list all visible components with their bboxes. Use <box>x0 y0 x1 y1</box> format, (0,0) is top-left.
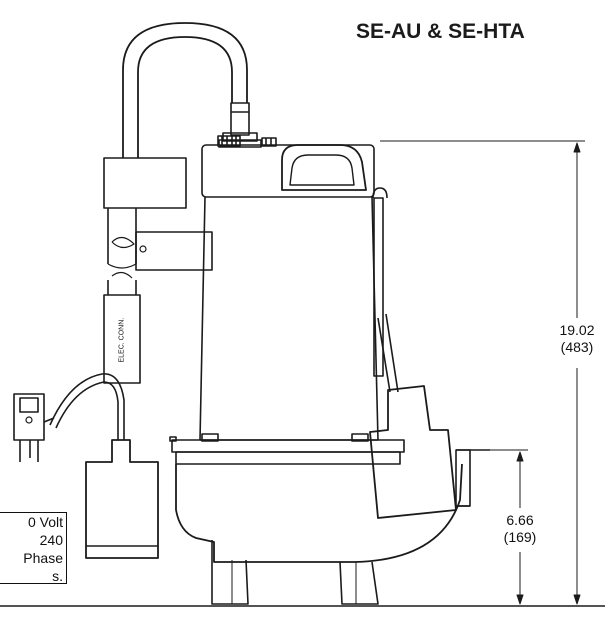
base-bolt <box>201 433 219 442</box>
note-line: 240 <box>39 532 63 548</box>
top-bolt <box>261 137 277 147</box>
base-height-inches: 6.66 <box>506 512 534 528</box>
top-bolt <box>217 135 241 147</box>
float-hook <box>372 187 388 199</box>
base-height-label: 6.66 (169) <box>490 512 550 546</box>
overall-height-dimension <box>380 140 585 605</box>
volute <box>175 463 463 563</box>
base-bolt <box>351 433 369 442</box>
note-line: s. <box>52 568 63 584</box>
overall-height-inches: 19.02 <box>559 322 595 338</box>
piggyback-float <box>85 439 159 559</box>
cord-tag <box>135 231 213 271</box>
discharge-pipe <box>455 449 471 507</box>
overall-height-mm: (483) <box>560 339 594 355</box>
pump-handle <box>281 144 367 191</box>
motor-body <box>199 196 379 441</box>
overall-height-label: 19.02 (483) <box>550 322 604 356</box>
note-line: Phase <box>23 550 63 566</box>
elec-connector-label: ELEC. CONN. <box>118 317 126 363</box>
note-line: 0 Volt <box>27 514 63 530</box>
motor-top-cap <box>201 144 375 198</box>
power-cord <box>122 22 248 158</box>
base-height-dimension <box>470 449 528 605</box>
power-cord-inner <box>137 36 233 158</box>
voltage-note-box: 0 Volt 240 Phase s. <box>0 512 67 584</box>
plug <box>13 393 55 462</box>
base-height-mm: (169) <box>503 529 537 545</box>
cord-gland <box>230 102 250 136</box>
diagram-title: SE-AU & SE-HTA <box>356 20 525 43</box>
pump-leg <box>211 540 249 605</box>
piggyback-cord <box>49 373 125 440</box>
float-rod <box>373 197 384 377</box>
cord-junction-box <box>103 157 187 209</box>
elec-connector <box>103 294 141 384</box>
pump-leg <box>339 561 379 605</box>
